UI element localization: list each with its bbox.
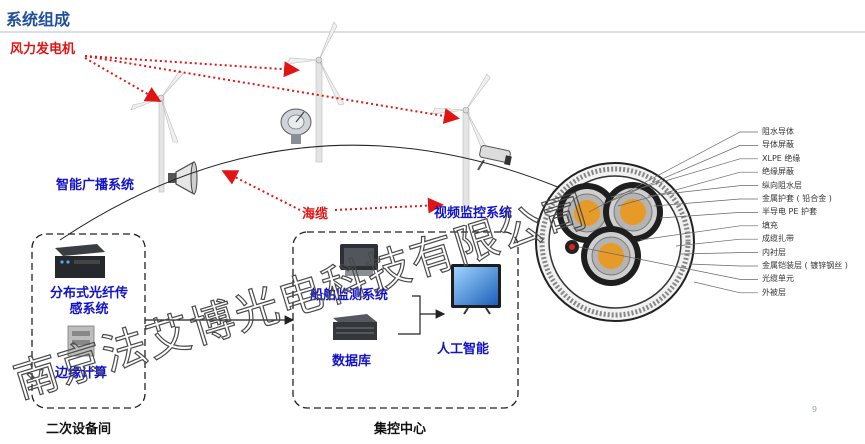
leader-line — [675, 238, 758, 247]
wind-power-label: 风力发电机 — [10, 42, 76, 57]
cable-layer-label: XLPE 绝缘 — [762, 153, 801, 163]
loudspeaker-icon — [168, 160, 198, 196]
cable-layer-label: 成缆扎带 — [762, 234, 794, 244]
radar-dish-icon — [280, 108, 312, 144]
ship-monitor-icon — [340, 244, 378, 276]
control-center-box — [292, 231, 519, 409]
leader-line — [680, 252, 758, 255]
page-number: 9 — [812, 405, 817, 414]
page-title: 系统组成 — [6, 10, 71, 29]
edge-computer-icon — [67, 325, 95, 357]
wind-turbine-right — [431, 73, 491, 209]
leader-line — [647, 185, 758, 197]
leader-line — [639, 225, 758, 241]
conductor-bottom — [581, 226, 641, 286]
cable-layer-label: 导体屏蔽 — [762, 140, 794, 150]
cable-layer-label: 金属护套 ( 铅合金 ) — [762, 194, 832, 203]
cable-layer-label: 外被层 — [762, 287, 786, 297]
cable-layer-label: 阻水导体 — [762, 127, 794, 136]
broadcast-label: 智能广播系统 — [56, 178, 135, 193]
legend-leader-lines — [578, 131, 758, 294]
cable-layer-label: 光缆单元 — [762, 274, 794, 284]
video-label: 视频监控系统 — [434, 206, 513, 221]
cable-to-broadcast-arrow — [221, 170, 301, 211]
leader-line — [688, 263, 758, 267]
secondary-room-box — [31, 233, 146, 409]
cable-label: 海缆 — [302, 207, 329, 222]
leader-line — [693, 281, 758, 294]
leader-line — [578, 246, 758, 280]
cable-cross-section — [535, 162, 695, 322]
optical-unit — [565, 240, 579, 254]
secondary-room-label: 二次设备间 — [46, 422, 112, 437]
leader-line — [659, 212, 758, 219]
cable-layer-label: 半导电 PE 护套 — [762, 207, 817, 217]
cable-to-video-arrow — [334, 197, 444, 214]
surveillance-camera-icon — [477, 145, 512, 171]
cable-layer-label: 金属铠装层 ( 镀锌钢丝 ) — [762, 261, 848, 270]
wind-arrows — [84, 55, 460, 124]
dts-label: 分布式光纤传感系统 — [49, 286, 128, 317]
leader-line — [610, 158, 758, 198]
ship-label: 船舶监测系统 — [310, 288, 389, 303]
cable-layer-label: 内衬层 — [762, 247, 786, 257]
ai-display-icon — [451, 264, 501, 315]
leader-line — [653, 198, 758, 207]
leader-line — [603, 145, 758, 205]
edge-label: 边缘计算 — [55, 366, 108, 381]
db-label: 数据库 — [332, 354, 372, 369]
cable-layer-label: 绝缘屏蔽 — [762, 167, 794, 177]
submarine-cable-arc — [59, 144, 566, 241]
conductor-top-left — [557, 183, 617, 243]
control-center-label: 集控中心 — [374, 422, 427, 437]
database-server-icon — [333, 314, 377, 340]
cable-layer-label: 填充 — [762, 220, 778, 230]
cable-layer-label: 纵向阻水层 — [762, 180, 802, 190]
ai-label: 人工智能 — [437, 342, 490, 357]
leader-line — [588, 131, 758, 213]
merge-connector — [398, 295, 446, 335]
dts-server-icon — [55, 244, 105, 278]
